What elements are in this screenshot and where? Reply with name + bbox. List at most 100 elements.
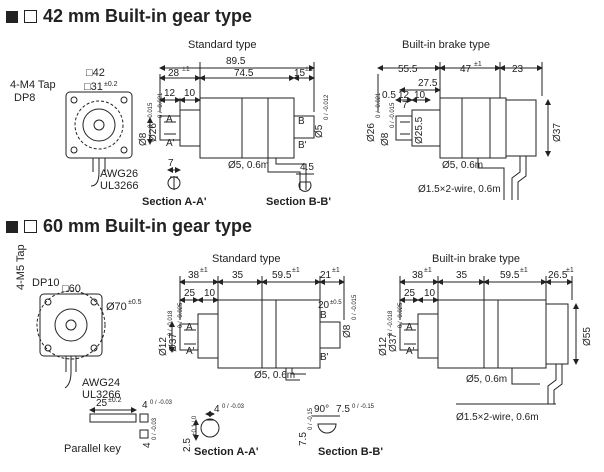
marker-a-60b: A [406,322,413,333]
dim-pilot-37-tol: 0 / -0.025 [178,302,184,328]
front-view-60 [36,290,106,389]
marker-b: B [298,116,305,127]
dim-pilot-37: Ø37 [168,333,179,352]
dim-25: 25 [184,288,196,299]
dim-shaft-12: Ø12 [158,337,169,356]
parallel-key-label: Parallel key [64,443,121,455]
dim-35-b: 35 [456,270,468,281]
open-square-icon [24,220,37,233]
dim-20-tol: ±0.5 [330,300,342,306]
brake-view-60 [399,276,579,405]
section-b-42: Section B-B' [266,196,331,208]
key-w-tol: 0 / -0.03 [150,400,173,406]
brake-type-label-60: Built-in brake type [432,253,520,265]
dim-59-5-b-tol: ±1 [520,267,528,274]
key-len-tol: ±0.2 [108,397,122,404]
section-views-42 [167,167,314,192]
dim-37: Ø37 [552,123,563,142]
dim-59-5-tol: ±1 [292,267,300,274]
standard-view-42 [147,62,315,190]
cable-std-42: Ø5, 0.6m [228,160,269,171]
dim-12: 12 [164,88,176,99]
title-42-text: 42 mm Built-in gear type [43,6,253,26]
cable-brake-60: Ø5, 0.6m [466,374,507,385]
dim-38-tol: ±1 [200,267,208,274]
std-type-label-42: Standard type [188,39,257,51]
dim-15-tol: ±1 [305,66,313,73]
dim-pilot-37-b: Ø37 [388,333,399,352]
dim-89-5: 89.5 [226,56,246,67]
cable-std-60: Ø5, 0.6m [254,370,295,381]
dim-shaft-8-b-tol: 0 / -0.015 [390,102,396,128]
marker-b2: B' [298,140,307,151]
dim-38-b-tol: ±1 [424,267,432,274]
dim-pilot-26-tol: 0 / -0.021 [158,92,164,118]
awg-label-42: AWG26 [100,168,138,180]
dim-10-b-60: 10 [424,288,436,299]
dim-pilot-37-b-tol: 0 / -0.025 [398,302,404,328]
section-a-42: Section A-A' [142,196,207,208]
dim-7-b: 7 [402,100,408,111]
square-label-60: □60 [62,283,81,295]
marker-b-60: B [320,310,327,321]
dim-47: 47 [460,64,472,75]
dim-25-b: 25 [404,288,416,299]
dim-pilot-26-b: Ø26 [366,123,377,142]
sec-a-w-tol: 0 / -0.03 [222,404,245,410]
section-title-60: 60 mm Built-in gear type [6,216,252,237]
front-view-42 [65,91,133,187]
key-h-tol: 0 / -0.03 [152,417,158,440]
dim-15: 15 [294,68,306,79]
dim-10-b: 10 [414,90,426,101]
dim-shaft-8-tol: 0 / -0.015 [148,102,154,128]
sec-b-w: 7.5 [336,404,350,415]
std-type-label-60: Standard type [212,253,281,265]
open-square-icon [24,10,37,23]
brake-view-42 [377,62,551,200]
ul-label-42: UL3266 [100,180,139,192]
marker-a2-60: A' [186,346,195,357]
key-h-42: 4.5 [300,162,314,173]
dim-59-5: 59.5 [272,270,292,281]
dim-shaft-8: Ø8 [138,132,149,146]
dim-12-b: 12 [398,90,410,101]
tap-depth-60: DP10 [32,277,60,289]
ul-label-60: UL3266 [82,389,121,401]
dim-rear-8: Ø8 [342,324,353,338]
dim-47-tol: ±1 [474,61,482,68]
dim-shaft-12-b-tol: 0 / -0.018 [388,310,394,336]
filled-square-icon [6,220,18,233]
dim-27-5: 27.5 [418,78,438,89]
dim-25-5: Ø25.5 [414,116,425,144]
dim-10: 10 [184,88,196,99]
dim-26-5-tol: ±1 [566,267,574,274]
key-and-section-views-60 [89,407,340,441]
marker-a: A [166,114,173,125]
sec-a-w: 4 [214,404,220,415]
dim-shaft-12-tol: 0 / -0.018 [168,310,174,336]
marker-a-60: A [186,322,193,333]
title-60-text: 60 mm Built-in gear type [43,216,253,236]
key-w-42: 7 [168,158,174,169]
dim-74-5: 74.5 [234,68,254,79]
dim-28-tol: ±1 [182,66,190,73]
wire-brake-42: Ø1.5×2-wire, 0.6m [418,184,501,195]
square-label-42: □42 [86,67,105,79]
dim-21: 21 [320,270,332,281]
dim-59-5-b: 59.5 [500,270,520,281]
sec-a-h-tol: +0.1 / 0 [192,415,198,436]
wire-brake-60: Ø1.5×2-wire, 0.6m [456,412,539,423]
tap-depth-42: DP8 [14,92,35,104]
key-w: 4 [142,400,148,411]
sec-a-h: 2.5 [182,438,193,452]
sec-b-h-tol: 0 / -0.15 [308,407,314,430]
dim-55: Ø55 [582,327,593,346]
tap-label-60: 4-M5 Tap [15,244,27,290]
dim-rear-5-tol: 0 / -0.012 [324,94,330,120]
dim-26-5: 26.5 [548,270,568,281]
marker-a2: A' [166,138,175,149]
marker-a2-60b: A' [406,346,415,357]
sec-b-w-tol: 0 / -0.15 [352,404,375,410]
dim-35: 35 [232,270,244,281]
